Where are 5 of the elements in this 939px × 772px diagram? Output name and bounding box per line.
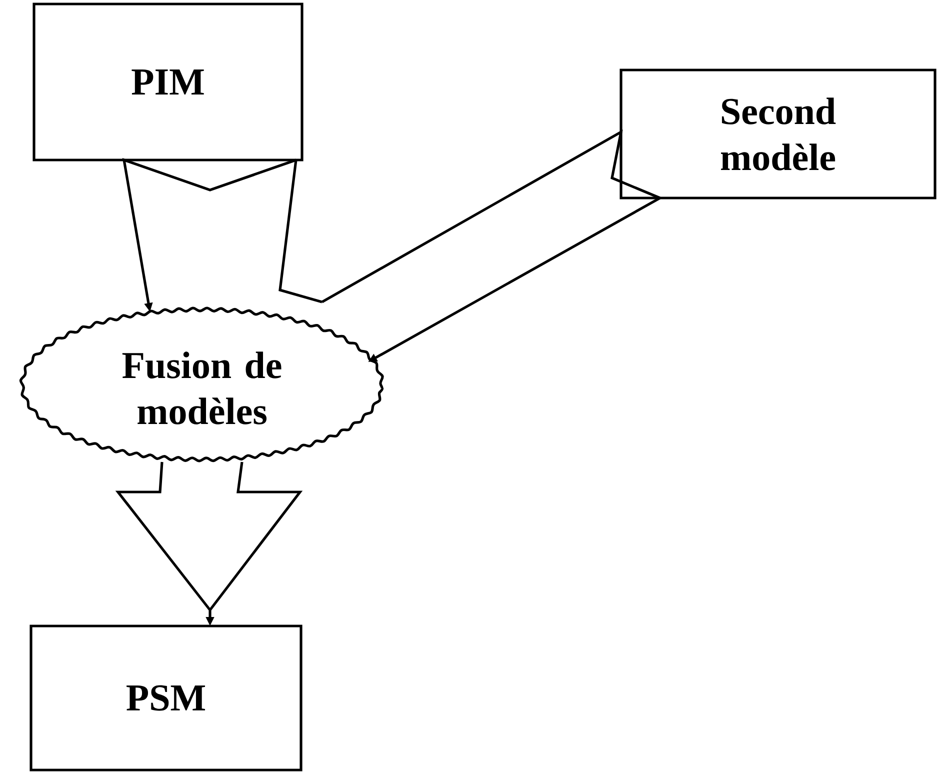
text-box: PIM [32,2,304,162]
block-arrow [320,129,662,362]
cloud-shape: Fusion de modèles [19,306,384,462]
text-box: PSM [30,624,302,772]
text-box: Second modèle [620,68,936,200]
